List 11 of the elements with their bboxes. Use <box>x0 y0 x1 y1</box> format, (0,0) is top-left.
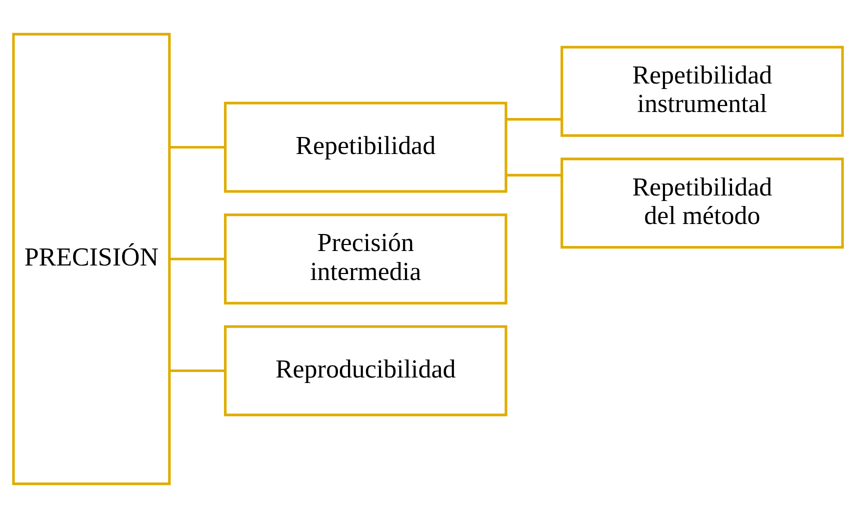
node-box: Repetibilidad del método <box>560 157 844 248</box>
node-box: Repetibilidad instrumental <box>560 45 844 136</box>
node-box: Repetibilidad <box>224 101 508 192</box>
connector <box>170 257 226 260</box>
connector <box>506 173 562 176</box>
connector <box>170 368 226 372</box>
connector <box>170 145 226 148</box>
node-box: PRECISIÓN <box>12 32 171 485</box>
connector <box>506 118 562 120</box>
node-box: Reproducibilidad <box>224 324 508 416</box>
node-box: Precisión intermedia <box>224 213 508 304</box>
